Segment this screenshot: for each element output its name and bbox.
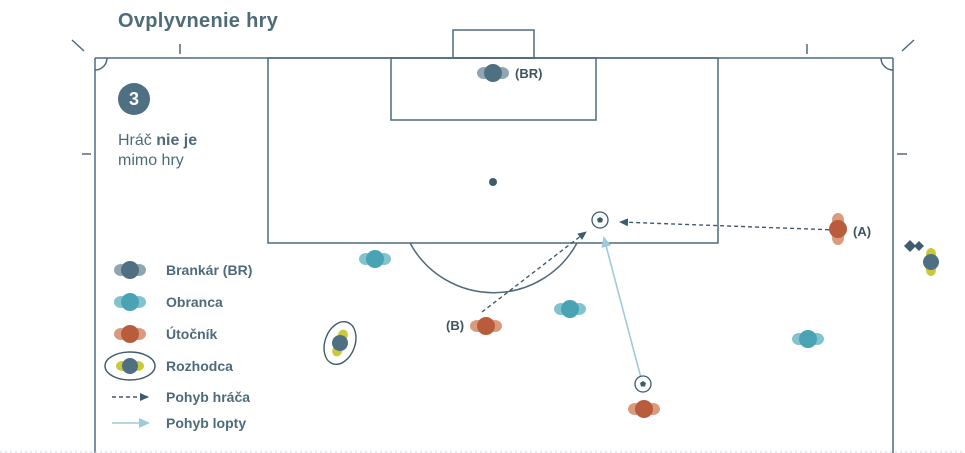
caption-suffix: mimo hry bbox=[118, 152, 184, 169]
caption-prefix: Hráč bbox=[118, 132, 157, 149]
attacker-player bbox=[628, 400, 660, 418]
attacker-a-label: (A) bbox=[853, 224, 872, 239]
football-icon bbox=[634, 375, 652, 393]
defender-player bbox=[554, 300, 586, 318]
legend-goalkeeper-label: Brankár (BR) bbox=[166, 262, 253, 278]
penalty-area bbox=[267, 57, 719, 244]
situation-caption: Hráč nie je mimo hry bbox=[118, 131, 197, 171]
legend-referee-icon bbox=[104, 351, 156, 381]
diagram-title: Ovplyvnenie hry bbox=[118, 10, 279, 32]
defender-player bbox=[359, 250, 391, 268]
goalkeeper-player bbox=[477, 64, 509, 82]
player-a-movement-arrow bbox=[619, 218, 837, 231]
legend-attacker-label: Útočník bbox=[166, 326, 218, 342]
legend-defender-label: Obranca bbox=[166, 294, 223, 310]
assistant-referee-player bbox=[923, 248, 939, 276]
player-b-movement-arrow bbox=[481, 231, 587, 313]
referee-player bbox=[323, 320, 357, 366]
legend-referee-label: Rozhodca bbox=[166, 358, 233, 374]
assistant-referee-flag-icon bbox=[904, 240, 924, 252]
legend-attacker-icon bbox=[114, 325, 146, 343]
goal bbox=[452, 29, 535, 59]
legend-player-movement-label: Pohyb hráča bbox=[166, 389, 251, 405]
penalty-spot bbox=[489, 178, 497, 186]
defender-player bbox=[792, 330, 824, 348]
legend-ball-movement-label: Pohyb lopty bbox=[166, 415, 247, 431]
corner-arc-left bbox=[94, 57, 108, 71]
attacker-b-player bbox=[470, 317, 502, 335]
goalkeeper-label: (BR) bbox=[515, 66, 543, 81]
corner-arc-right bbox=[880, 57, 894, 71]
ball-movement-arrow bbox=[601, 236, 642, 379]
football-icon bbox=[591, 211, 609, 229]
corner-flag-icon bbox=[71, 39, 85, 52]
penalty-arc bbox=[409, 242, 578, 294]
legend-defender-icon bbox=[114, 293, 146, 311]
corner-flag-icon bbox=[901, 39, 915, 52]
attacker-b-label: (B) bbox=[446, 318, 465, 333]
caption-emphasis: nie je bbox=[156, 132, 198, 149]
legend-goalkeeper-icon bbox=[114, 261, 146, 279]
step-number-badge: 3 bbox=[118, 83, 150, 115]
attacker-a-player bbox=[829, 213, 847, 245]
field-lines bbox=[71, 29, 915, 453]
